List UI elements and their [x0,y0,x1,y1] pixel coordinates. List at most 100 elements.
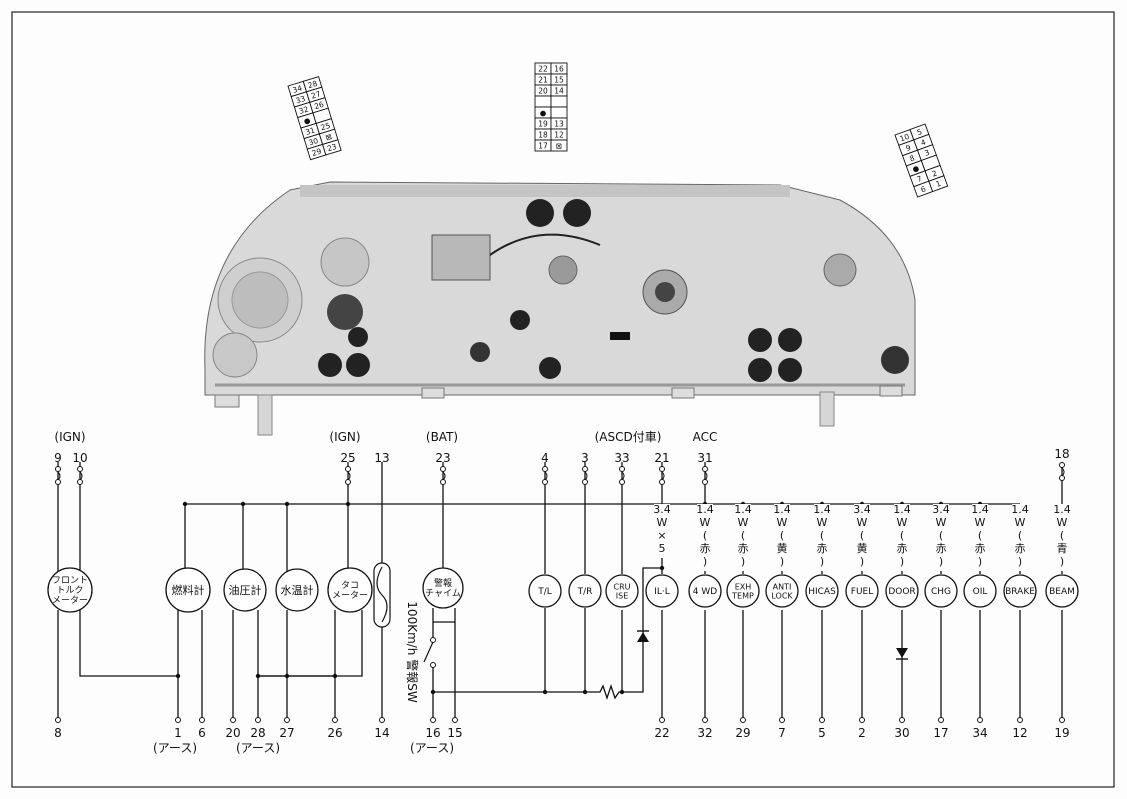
meter-circle [885,574,919,608]
connector-cell-label: 10 [898,132,910,144]
bulb-rating-text: ( [978,529,982,542]
meter-4wd: 4 WD [688,574,722,608]
meter-door: DOOR [885,574,919,608]
top-pin-10: 10 [72,451,87,465]
terminal-symbol [284,717,290,723]
bottom-pin-26: 26 [327,726,342,740]
bulb-rating-text: W [975,516,986,529]
connector-cell-label: 22 [538,64,548,73]
fusible-link-symbol [373,562,391,628]
meter-circle [528,574,562,608]
terminal-symbol [345,466,351,472]
bottom-pin-15: 15 [447,726,462,740]
connector-cell-label: ● [540,108,547,117]
bulb-rating-4wd: 1.4W(赤) [696,503,714,571]
connector-cell-label: 32 [298,104,310,115]
top-pin-4: 4 [541,451,549,465]
meter-label: BRAKE [1005,587,1035,597]
top-pin-3: 3 [581,451,589,465]
meter-label: 燃料計 [172,583,205,597]
meter-label: メーター [52,595,88,606]
bulb-rating-text: ( [703,529,707,542]
meter-label: OIL [973,587,988,597]
terminal-symbol [255,717,261,723]
meter-label: 油圧計 [229,583,262,597]
label-bg [1012,504,1028,571]
bulb-ratings: 3.4W×51.4W(赤)1.4W(赤)1.4W(黄)1.4W(赤)3.4W(黄… [653,503,1071,571]
meter-label: T/L [537,587,552,597]
bulb-rating-text: 青 [1057,542,1068,555]
connector-cell-label: 4 [919,137,927,147]
meter-label: FUEL [851,587,873,597]
bulb-rating-text: 赤 [897,542,908,555]
bottom-pin-16: 16 [425,726,440,740]
bulb-rating-text: 赤 [700,542,711,555]
page-frame [11,11,1115,788]
meter-circle [805,574,839,608]
bulb-rating-text: ) [1060,555,1064,568]
bulb-rating-text: W [1057,516,1068,529]
earth-label-3: (アース) [410,741,454,755]
bulb-rating-text: W [738,516,749,529]
bulb-rating-text: W [1015,516,1026,529]
meter-circle [275,568,319,612]
meter-label: DOOR [888,587,915,597]
terminal-symbol [702,479,708,485]
meter-oil-pressure: 油圧計 [223,568,267,612]
bulb-rating-text: ) [820,555,824,568]
meter-hicas: HICAS [805,574,839,608]
bottom-pin-6: 6 [198,726,206,740]
bulb-rating-text: 1.4 [1053,503,1071,516]
earth-label-1: (アース) [153,741,197,755]
meter-circle [963,574,997,608]
label-bg [933,504,949,571]
bottom-pin-8: 8 [54,726,62,740]
terminal-symbol [332,717,338,723]
meter-circle [645,574,679,608]
terminal-symbol [779,717,785,723]
terminal-symbol [542,466,548,472]
bulb-rating-text: 赤 [936,542,947,555]
bottom-pin-32: 32 [697,726,712,740]
bulb-rating-text: 赤 [738,542,749,555]
bulb-rating-brake: 1.4W(赤) [1011,503,1029,571]
terminal-symbol [582,466,588,472]
connector-cell-label: 29 [311,147,323,158]
bulb-rating-text: 3.4 [853,503,871,516]
terminal-symbol [175,717,181,723]
bottom-pin-34: 34 [972,726,987,740]
terminal-symbol [542,479,548,485]
connector-cell-label: 12 [554,130,564,139]
meter-label: TEMP [731,591,754,600]
connector-cell-label: 15 [554,75,564,84]
terminal-symbol [938,717,944,723]
terminal-symbol [430,717,436,723]
bottom-pin-17: 17 [933,726,948,740]
bulb-rating-text: ( [939,529,943,542]
top-pin-31: 31 [697,451,712,465]
bulb-rating-text: 1.4 [696,503,714,516]
bulb-rating-text: ( [1018,529,1022,542]
meter-circle [845,574,879,608]
connector-cell [550,139,568,152]
meter-circle [605,574,639,608]
connector-cell-label: 18 [538,130,548,139]
connector-cell [550,106,568,119]
meter-label: タコ [341,580,359,591]
connector-cell-label: 13 [554,119,564,128]
meter-circle [688,574,722,608]
terminal-symbol [819,717,825,723]
label-bg [972,504,988,571]
terminal-symbol [1017,717,1023,723]
connector-cell-label: 14 [554,86,564,95]
terminal-symbol [440,479,446,485]
connector-cell-label: 31 [304,125,316,136]
connector-cell-label: 34 [291,83,303,94]
meter-cluster-photo [204,181,916,436]
